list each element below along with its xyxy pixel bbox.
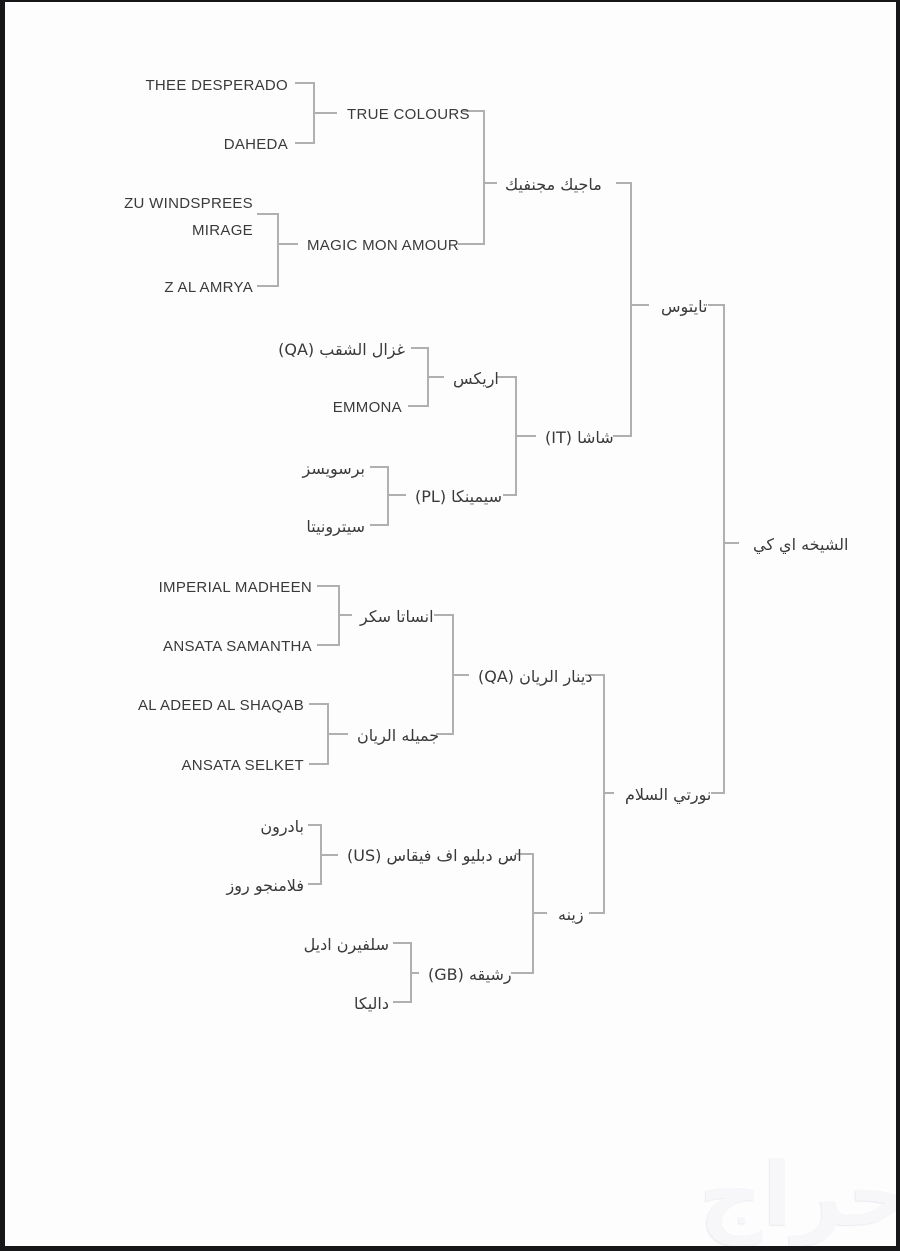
pedigree-node-titus: تايتوس <box>661 297 708 316</box>
pedigree-page: THEE DESPERADO DAHEDA ZU WINDSPREES MIRA… <box>5 2 896 1246</box>
pedigree-node-eryks: اريكس <box>453 369 499 388</box>
pedigree-node-thee-desperado: THEE DESPERADO <box>145 77 288 94</box>
pedigree-node-dalika: داليكا <box>354 994 389 1013</box>
pedigree-node-swf-vegas: اس دبليو اف فيقاس (US) <box>347 846 522 865</box>
pedigree-node-silvern-adel: سلفيرن اديل <box>303 935 389 954</box>
pedigree-node-imperial-madheen: IMPERIAL MADHEEN <box>158 579 312 596</box>
pedigree-node-subject: الشيخه اي كي <box>753 535 849 554</box>
pedigree-node-z-al-amrya: Z AL AMRYA <box>164 279 253 296</box>
pedigree-node-daheda: DAHEDA <box>223 136 288 153</box>
pedigree-node-jamilah-al-rayyan: جميله الريان <box>357 726 440 745</box>
pedigree-node-zu-windsprees-mirage: ZU WINDSPREES MIRAGE <box>124 195 253 239</box>
pedigree-node-ansata-samantha: ANSATA SAMANTHA <box>163 638 312 655</box>
pedigree-node-emmona: EMMONA <box>332 399 402 416</box>
pedigree-node-dinar-al-rayyan: دينار الريان (QA) <box>478 667 593 686</box>
pedigree-node-ansata-selket: ANSATA SELKET <box>181 757 304 774</box>
pedigree-node-ansata-sukar: انساتا سكر <box>360 607 434 626</box>
pedigree-node-norty-al-salam: نورتي السلام <box>625 785 712 804</box>
pedigree-node-rashiqa: رشيقه (GB) <box>428 965 512 984</box>
pedigree-node-syminka: سيمينكا (PL) <box>415 487 502 506</box>
pedigree-node-magic-mon-amour: MAGIC MON AMOUR <box>307 237 460 254</box>
pedigree-node-flamingo-rose: فلامنجو روز <box>226 876 304 895</box>
pedigree-node-al-adeed-al-shaqab: AL ADEED AL SHAQAB <box>137 697 304 714</box>
pedigree-node-ghazal-al-shaqab: غزال الشقب (QA) <box>278 340 405 359</box>
pedigree-node-shasha: شاشا (IT) <box>545 428 614 447</box>
pedigree-node-magic-magnific: ماجيك مجنفيك <box>505 175 602 194</box>
pedigree-node-badroun: بادرون <box>260 817 304 836</box>
pedigree-node-cytronita: سيترونيتا <box>306 517 365 536</box>
pedigree-node-perswisz: برسويسز <box>302 459 365 478</box>
pedigree-node-true-colours: TRUE COLOURS <box>347 106 470 123</box>
haraj-watermark-logo: حراج <box>699 1143 896 1246</box>
pedigree-connectors <box>257 82 739 1003</box>
pedigree-node-zinah: زينه <box>558 905 584 924</box>
